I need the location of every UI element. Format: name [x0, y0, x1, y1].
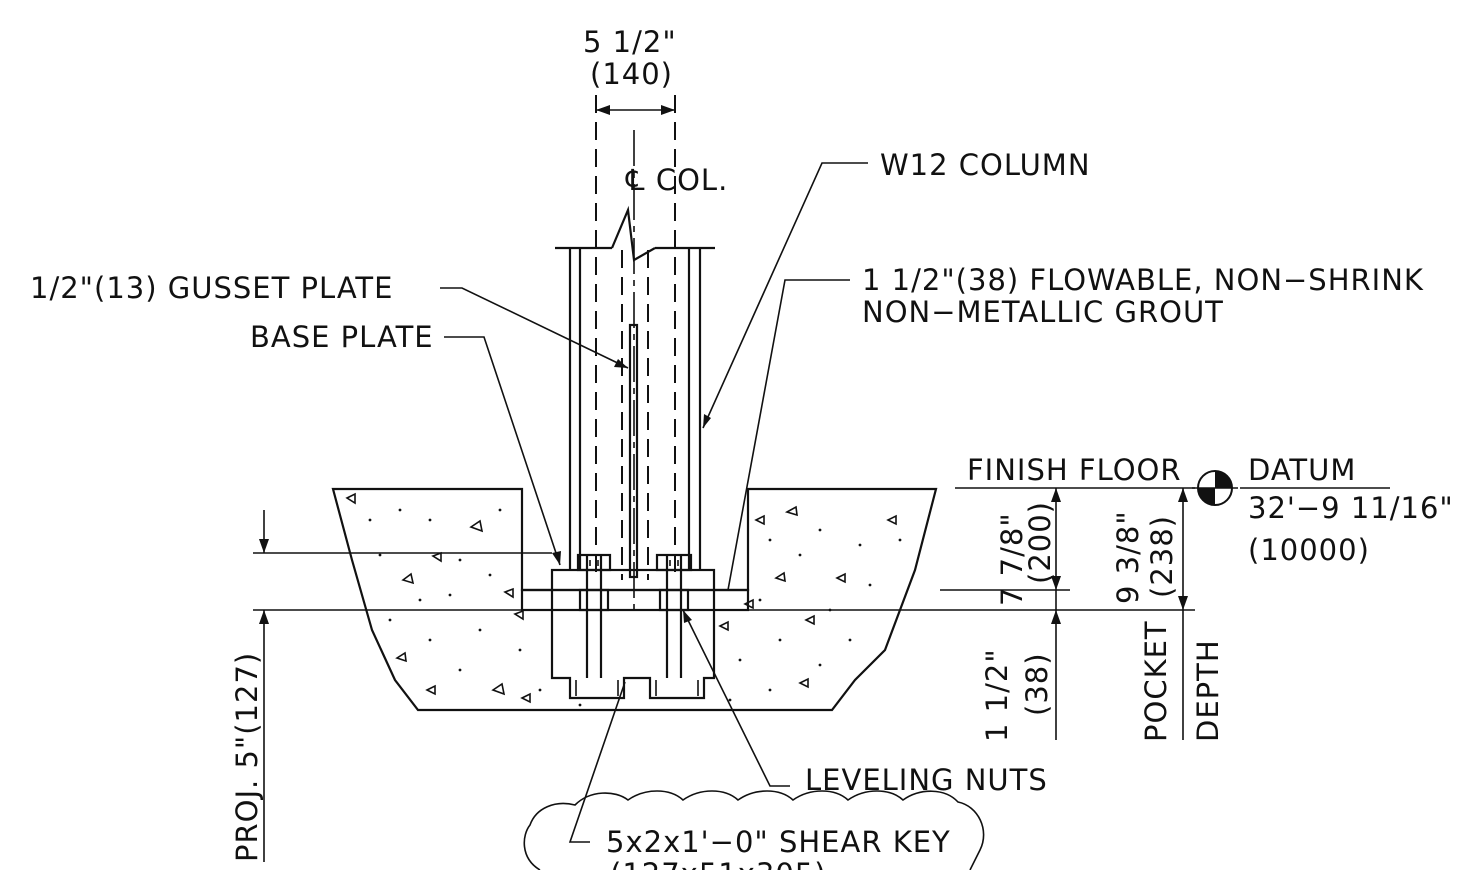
- base-plate-label: BASE PLATE: [250, 320, 434, 354]
- w12-column-label: W12 COLUMN: [880, 148, 1091, 182]
- revision-cloud: [523, 790, 985, 870]
- top-dimension: [596, 105, 675, 115]
- proj-label: PROJ. 5"(127): [230, 652, 264, 862]
- dim-7-7-8: 7 7/8": [995, 512, 1029, 606]
- datum-target-icon: [1192, 470, 1238, 506]
- shear-key-metric: (127x51x305): [610, 857, 827, 870]
- grout-label-line2: NON−METALLIC GROUT: [862, 295, 1224, 329]
- dim-38: (38): [1020, 652, 1054, 716]
- depth-label: DEPTH: [1191, 639, 1225, 742]
- column-hidden-lines: [595, 95, 676, 612]
- projection-dimension: [259, 510, 269, 862]
- w12-column: [555, 205, 715, 570]
- finish-floor-label: FINISH FLOOR: [967, 453, 1182, 487]
- right-dimension-lines: [1051, 488, 1188, 740]
- reference-lines: [253, 487, 1390, 611]
- concrete-slab: [331, 487, 938, 712]
- datum-value: 32'−9 11/16": [1248, 491, 1454, 525]
- shear-key-label: 5x2x1'−0" SHEAR KEY: [606, 825, 951, 859]
- datum-label: DATUM: [1248, 453, 1356, 487]
- datum-metric: (10000): [1248, 533, 1370, 567]
- base-plate: [520, 568, 750, 612]
- grout-label-line1: 1 1/2"(38) FLOWABLE, NON−SHRINK: [862, 263, 1424, 297]
- dim-top-metric: (140): [590, 57, 673, 91]
- gusset-plate: [628, 323, 639, 579]
- leader-lines: [440, 162, 868, 843]
- dim-238: (238): [1145, 515, 1179, 598]
- dim-top-label: 5 1/2": [583, 25, 677, 59]
- gusset-plate-label: 1/2"(13) GUSSET PLATE: [30, 271, 393, 305]
- dim-1-1-2: 1 1/2": [980, 648, 1014, 742]
- dim-9-3-8: 9 3/8": [1111, 510, 1145, 604]
- pocket-label: POCKET: [1139, 620, 1173, 742]
- anchor-bolts: [575, 553, 699, 696]
- dim-200: (200): [1023, 501, 1057, 584]
- centerline-label: ℄ COL.: [625, 163, 728, 197]
